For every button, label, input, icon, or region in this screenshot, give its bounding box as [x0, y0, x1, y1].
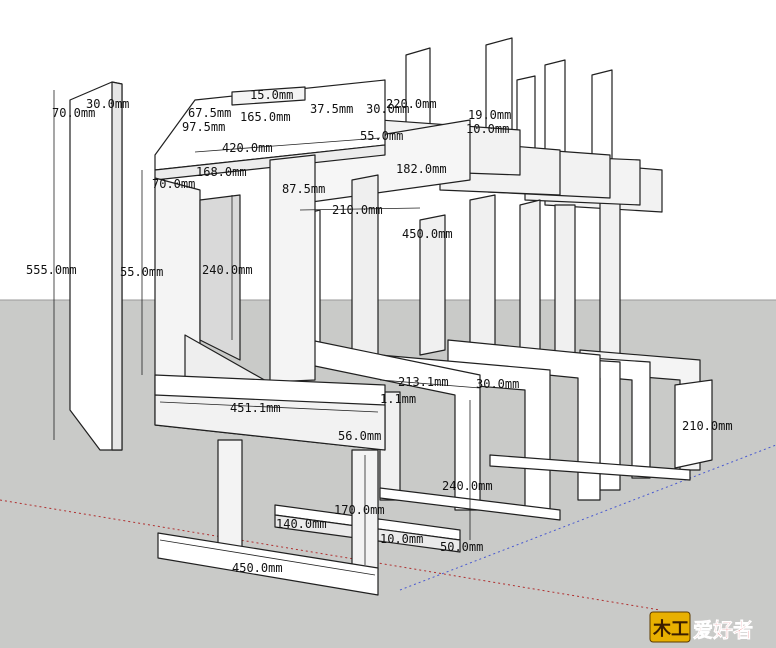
dim-label: 451.1mm [230, 401, 281, 415]
dim-label: 10.0mm [466, 122, 509, 136]
dim-label: 15.0mm [250, 88, 293, 102]
dim-label: 213.1mm [398, 375, 449, 389]
dim-label: 168.0mm [196, 165, 247, 179]
dim-label: 450.0mm [232, 561, 283, 575]
dim-label: 30.0mm [366, 102, 409, 116]
watermark-text: 爱好者 [693, 618, 753, 642]
dim-label: 240.0mm [202, 263, 253, 277]
watermark-logo: 木工 爱好者 [649, 611, 753, 643]
dim-label: 37.5mm [310, 102, 353, 116]
dim-label: 67.5mm [188, 106, 231, 120]
watermark-logo-text: 木工 [652, 618, 689, 640]
front-leg-left [217, 439, 243, 551]
red-axis-line [0, 499, 661, 611]
dim-label: 165.0mm [240, 110, 291, 124]
dim-label: 555.0mm [26, 263, 77, 277]
front-top-rail [154, 79, 386, 171]
dim-label: 240.0mm [442, 479, 493, 493]
dim-label: 87.5mm [282, 182, 325, 196]
dim-label: 56.0mm [338, 429, 381, 443]
blue-axis-line [399, 444, 776, 591]
dim-label: 140.0mm [276, 517, 327, 531]
dim-label: 220.0mm [386, 97, 437, 111]
dim-label: 55.0mm [120, 265, 163, 279]
dim-label: 70.0mm [52, 106, 95, 120]
dim-label: 420.0mm [222, 141, 273, 155]
dim-label: 1.1mm [380, 392, 416, 406]
dim-label: 170.0mm [334, 503, 385, 517]
dim-label: 210.0mm [332, 203, 383, 217]
front-right-post [269, 154, 316, 383]
dim-label: 30.0mm [86, 97, 129, 111]
dim-label: 19.0mm [468, 108, 511, 122]
dim-label: 97.5mm [182, 120, 225, 134]
dim-label: 450.0mm [402, 227, 453, 241]
dim-label: 55.0mm [360, 129, 403, 143]
front-window [199, 194, 241, 361]
dim-label: 10.0mm [380, 532, 423, 546]
dimension-lines [53, 90, 481, 576]
dim-label: 70.0mm [152, 177, 195, 191]
dim-label: 30.0mm [476, 377, 519, 391]
dim-label: 182.0mm [396, 162, 447, 176]
loose-side-panel [69, 81, 123, 451]
dim-label: 210.0mm [682, 419, 733, 433]
dim-label: 50.0mm [440, 540, 483, 554]
